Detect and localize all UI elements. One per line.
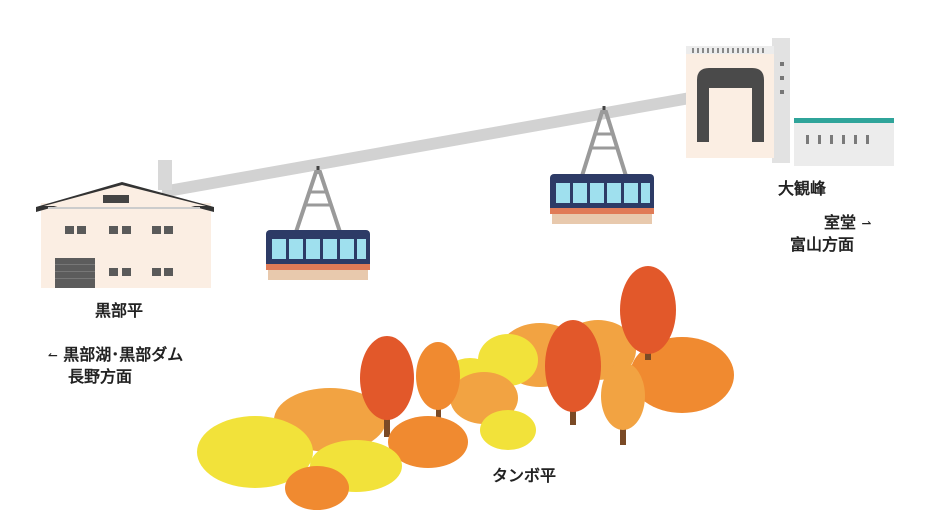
- daikanbo-direction: 室堂 ⇀: [824, 212, 871, 234]
- left-arrow-icon: ↼: [48, 345, 58, 364]
- kurobedaira-direction: ↼ 黒部湖･黒部ダム: [48, 344, 183, 366]
- cabin-left: [266, 166, 370, 280]
- daikanbo-direction-line2: 富山方面: [790, 235, 855, 254]
- kurobedaira-station: [36, 160, 214, 288]
- daikanbo-direction-line1: 室堂: [824, 213, 857, 232]
- ropeway-cable: [162, 92, 690, 198]
- right-arrow-icon: ⇀: [861, 213, 872, 232]
- autumn-foliage: [197, 266, 734, 510]
- kurobedaira-direction-line1: 黒部湖･黒部ダム: [63, 345, 184, 364]
- daikanbo-label: 大観峰: [778, 179, 827, 198]
- kurobedaira-direction-line2: 長野方面: [68, 367, 133, 386]
- tanbodaira-label: タンボ平: [492, 466, 557, 485]
- station-portal: [697, 68, 764, 142]
- kurobedaira-label: 黒部平: [95, 301, 144, 320]
- cabin-right: [550, 106, 654, 224]
- daikanbo-station: [686, 38, 894, 166]
